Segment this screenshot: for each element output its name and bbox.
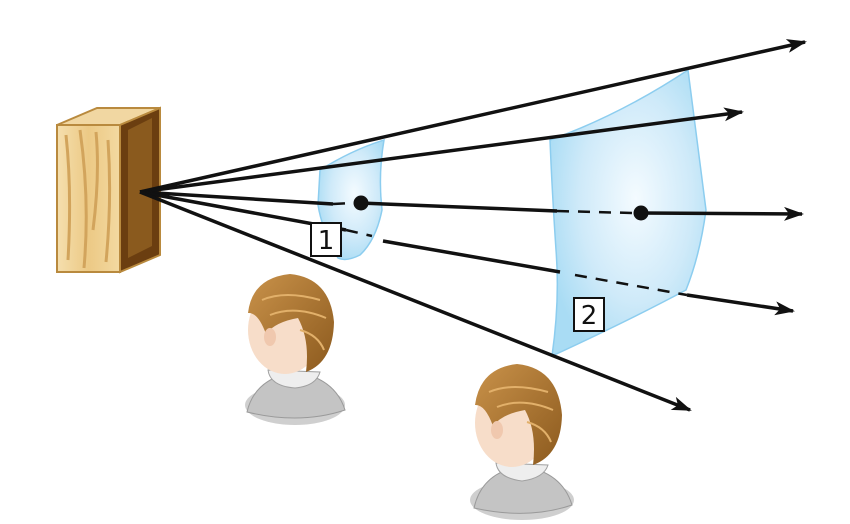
label-1-text: 1: [318, 226, 335, 256]
label-box-2: 2: [573, 297, 605, 332]
ray-4-far: [686, 293, 795, 316]
label-box-1: 1: [310, 222, 342, 257]
ray-5: [139, 190, 692, 412]
ray-1: [139, 39, 807, 194]
ray-point-1: [353, 195, 369, 211]
light-rays: [139, 39, 807, 412]
ray-point-2: [633, 205, 649, 221]
ray-4-mid: [382, 239, 561, 274]
ray-3-near: [139, 190, 334, 206]
observer-1: [245, 274, 346, 425]
observer-2: [470, 364, 574, 520]
ray-3-mid: [359, 201, 558, 213]
hidden-ray-segments: [332, 201, 688, 297]
ray-2: [139, 107, 744, 194]
label-2-text: 2: [581, 301, 598, 331]
wooden-box-source: [56, 106, 161, 274]
ray-3-far: [640, 206, 804, 221]
